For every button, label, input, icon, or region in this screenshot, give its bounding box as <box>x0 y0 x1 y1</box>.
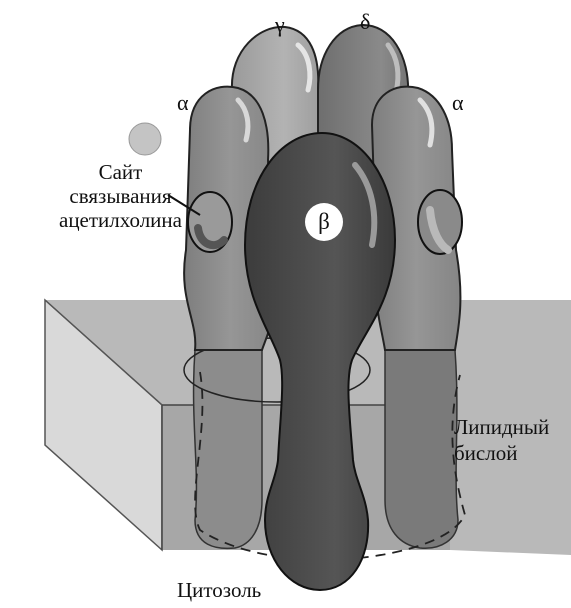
binding-site-label: Сайт связывания ацетилхолина <box>59 160 182 232</box>
acetylcholine-molecule <box>129 123 161 155</box>
alpha-subunit-left-label: α <box>177 92 189 114</box>
binding-site-label-line-3: ацетилхолина <box>59 208 182 232</box>
binding-site-label-line-2: связывания <box>59 184 182 208</box>
delta-subunit-label: δ <box>360 11 370 33</box>
cytosol-label: Цитозоль <box>177 580 261 601</box>
lipid-bilayer-label: Липидный бислой <box>454 414 549 466</box>
lipid-bilayer-label-line-1: Липидный <box>454 414 549 440</box>
gamma-subunit-label: γ <box>275 14 285 36</box>
lipid-bilayer-label-line-2: бислой <box>454 440 549 466</box>
beta-subunit-label: β <box>305 203 343 241</box>
binding-site-label-line-1: Сайт <box>59 160 182 184</box>
alpha-subunit-right-label: α <box>452 92 464 114</box>
